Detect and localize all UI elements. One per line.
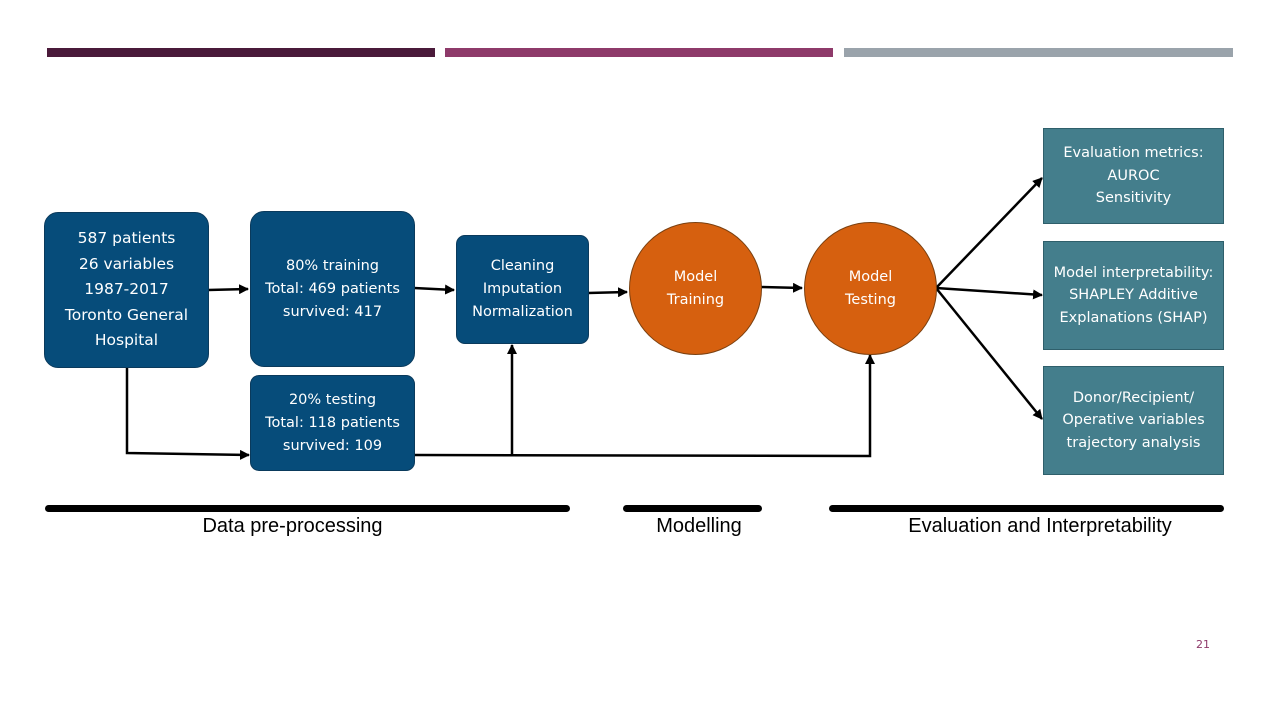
node-preprocessing-label: Cleaning Imputation Normalization <box>472 258 573 320</box>
arrow-training-to-preprocess <box>413 284 455 295</box>
phase-bar-preprocessing <box>45 505 570 512</box>
node-evaluation-metrics: Evaluation metrics: AUROC Sensitivity <box>1043 128 1224 224</box>
node-testing-split-label: 20% testing Total: 118 patients survived… <box>265 391 400 454</box>
header-bar-dark <box>47 48 435 57</box>
node-trajectory-analysis: Donor/Recipient/ Operative variables tra… <box>1043 366 1224 475</box>
phase-label-modelling: Modelling <box>656 515 742 537</box>
node-testing-split: 20% testing Total: 118 patients survived… <box>250 375 415 471</box>
node-data-source: 587 patients 26 variables 1987-2017 Toro… <box>44 212 209 368</box>
phase-bar-modelling <box>623 505 762 512</box>
arrow-source-to-training <box>207 284 249 295</box>
arrow-testing-to-trajectory <box>935 287 1043 420</box>
arrow-preprocess-to-model-training <box>587 287 628 298</box>
node-model-testing-label: Model Testing <box>845 268 896 308</box>
header-bar-gray <box>844 48 1233 57</box>
page-number: 21 <box>1196 638 1210 651</box>
phase-label-preprocessing: Data pre-processing <box>202 515 383 537</box>
arrow-training-to-testing <box>759 282 803 293</box>
arrow-testing-to-metrics <box>935 177 1043 289</box>
node-model-testing: Model Testing <box>804 222 937 355</box>
node-evaluation-metrics-label: Evaluation metrics: AUROC Sensitivity <box>1063 145 1204 207</box>
arrow-testing-to-model-testing <box>413 354 875 458</box>
node-trajectory-analysis-label: Donor/Recipient/ Operative variables tra… <box>1062 389 1205 451</box>
arrow-source-to-testing <box>125 368 250 460</box>
header-bar-magenta <box>445 48 833 57</box>
phase-label-evaluation: Evaluation and Interpretability <box>908 515 1172 537</box>
node-interpretability-label: Model interpretability: SHAPLEY Additive… <box>1053 264 1214 326</box>
arrow-testing-to-interpretability <box>935 286 1043 300</box>
node-data-source-label: 587 patients 26 variables 1987-2017 Toro… <box>64 229 189 350</box>
node-interpretability: Model interpretability: SHAPLEY Additive… <box>1043 241 1224 350</box>
node-model-training-label: Model Training <box>666 268 725 308</box>
node-training-split: 80% training Total: 469 patients survive… <box>250 211 415 367</box>
phase-bar-evaluation <box>829 505 1224 512</box>
node-model-training: Model Training <box>629 222 762 355</box>
node-preprocessing: Cleaning Imputation Normalization <box>456 235 589 344</box>
node-training-split-label: 80% training Total: 469 patients survive… <box>265 257 400 320</box>
